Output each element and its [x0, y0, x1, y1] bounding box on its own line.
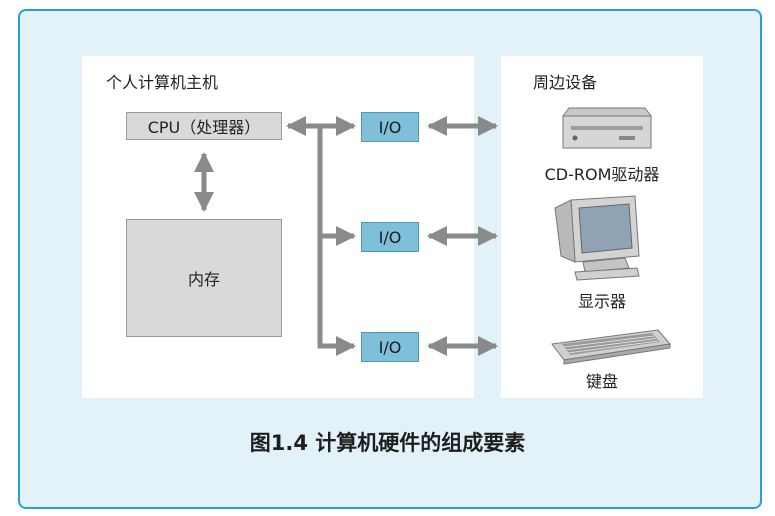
io-port-top: I/O	[361, 112, 419, 142]
monitor-label: 显示器	[577, 292, 626, 311]
io-port-middle: I/O	[361, 222, 419, 252]
host-title: 个人计算机主机	[106, 73, 219, 92]
cdrom-drive-icon	[562, 107, 652, 149]
monitor-icon	[554, 195, 640, 281]
io-port-bottom: I/O	[361, 332, 419, 362]
memory-box: 内存	[126, 219, 282, 337]
keyboard-icon	[551, 329, 671, 365]
figure-caption: 图1.4 计算机硬件的组成要素	[249, 431, 526, 455]
cpu-box: CPU（处理器）	[126, 112, 282, 140]
cdrom-label: CD-ROM驱动器	[544, 165, 660, 184]
bus-line	[317, 126, 356, 356]
keyboard-label: 键盘	[585, 372, 618, 391]
peripherals-title: 周边设备	[533, 73, 598, 92]
